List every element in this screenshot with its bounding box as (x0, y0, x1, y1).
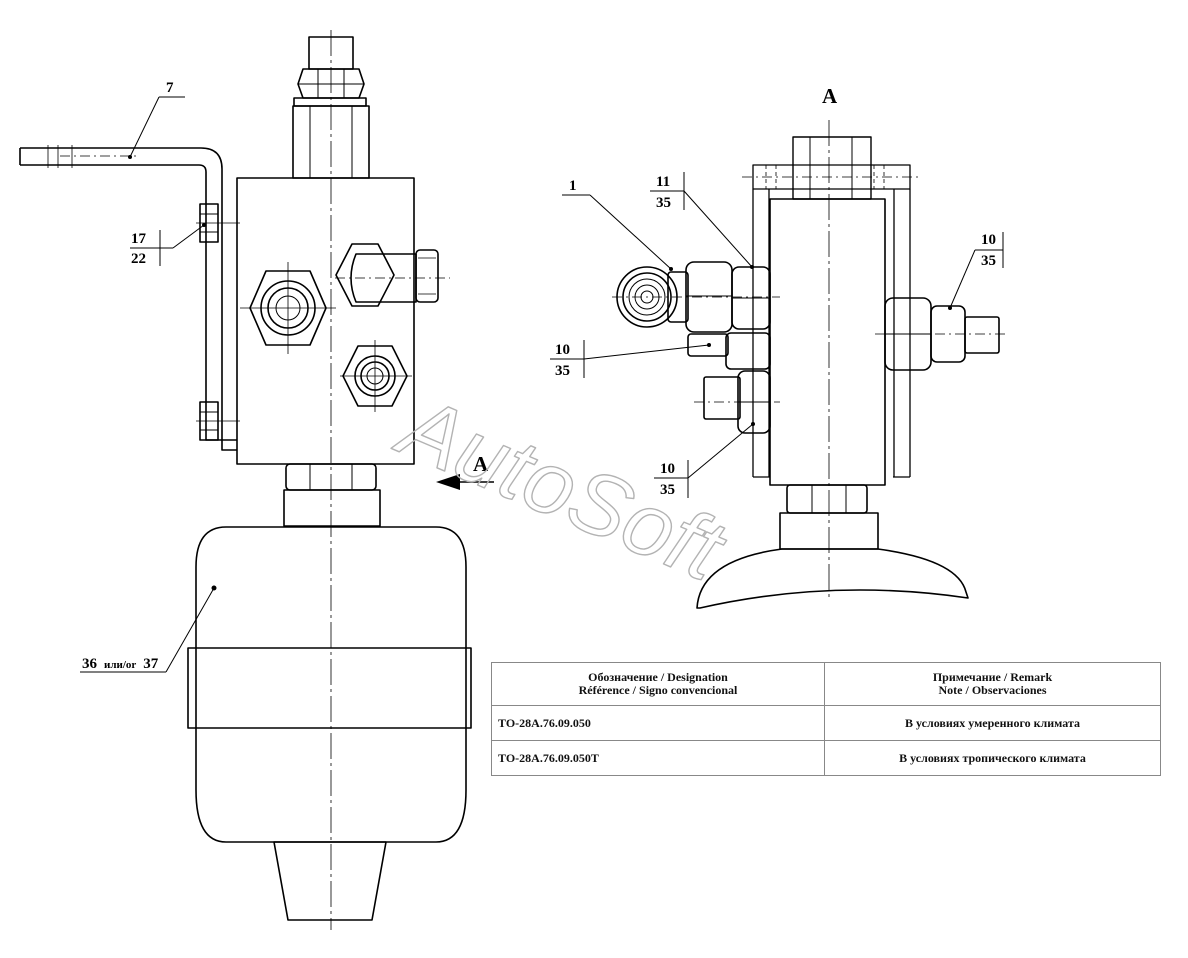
table-header: Обозначение / Designation Référence / Si… (491, 662, 1161, 706)
port-hex-lower (340, 340, 412, 412)
callout-box-edges (159, 172, 1004, 498)
callout-7: 7 (166, 80, 174, 96)
main-view (19, 30, 472, 930)
leaders-main (80, 96, 217, 673)
callout-fraction-lines (130, 190, 1003, 479)
bolt-lower (196, 401, 240, 441)
row-designation: ТО-28А.76.09.050 (491, 705, 825, 741)
view-a-block (769, 198, 886, 486)
leaders-view-a (550, 190, 1003, 479)
view-a-right-fitting (875, 297, 1005, 371)
view-a-stub-mid (687, 332, 771, 370)
table-row: ТО-28А.76.09.050 В условиях умеренного к… (491, 705, 1161, 741)
callout-35-left: 35 (555, 363, 570, 379)
callout-35-low: 35 (660, 482, 675, 498)
callout-10-left: 10 (555, 342, 570, 358)
arrow-label-a: A (473, 452, 489, 476)
header-remark-line2: Note / Observaciones (938, 683, 1047, 697)
bolt-upper (196, 203, 240, 243)
header-designation: Обозначение / Designation Référence / Si… (491, 662, 825, 706)
row-remark: В условиях умеренного климата (824, 705, 1161, 741)
callout-36-or-37: 36 или/or 37 (82, 655, 159, 672)
row-remark: В условиях тропического климата (824, 740, 1161, 776)
side-fitting (335, 243, 450, 307)
header-designation-line2: Référence / Signo convencional (578, 683, 738, 697)
view-a (612, 120, 1005, 609)
row-designation: ТО-28А.76.09.050Т (491, 740, 825, 776)
view-a-hex-stack-upper (612, 261, 780, 333)
watermark: AutoSoft (383, 374, 740, 600)
callout-1: 1 (569, 178, 577, 194)
callout-17: 17 (131, 231, 147, 247)
mounting-bracket (19, 145, 237, 451)
callout-35-right: 35 (981, 253, 996, 269)
header-remark-line1: Примечание / Remark (932, 670, 1053, 684)
view-label-a: A (822, 84, 838, 108)
callout-22: 22 (131, 251, 146, 267)
port-hex-left (240, 262, 336, 354)
view-arrow (436, 474, 494, 490)
designation-table: Обозначение / Designation Référence / Si… (491, 662, 1161, 776)
header-designation-line1: Обозначение / Designation (588, 670, 728, 684)
callout-11: 11 (656, 174, 670, 190)
callout-35-top: 35 (656, 195, 671, 211)
accumulator-tank (187, 526, 472, 921)
bottom-nut (283, 463, 381, 527)
view-a-hex-stack-lower (694, 370, 780, 434)
callout-10-right: 10 (981, 232, 996, 248)
table-row: ТО-28А.76.09.050Т В условиях тропическог… (491, 740, 1161, 776)
header-remark: Примечание / Remark Note / Observaciones (824, 662, 1161, 706)
callout-10-low: 10 (660, 461, 675, 477)
